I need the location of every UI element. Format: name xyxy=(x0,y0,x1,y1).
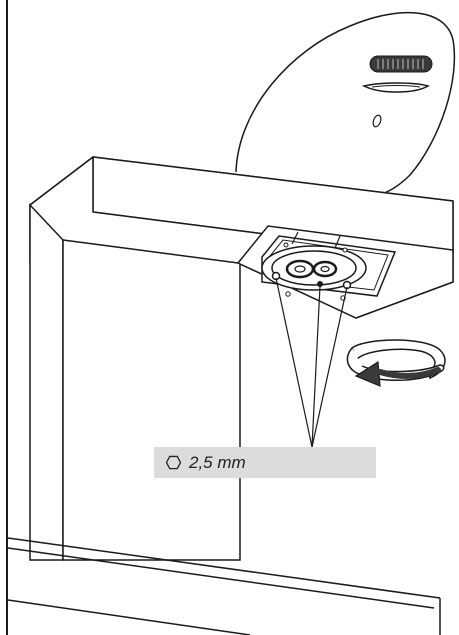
drawer-edge-upper xyxy=(7,547,435,609)
leader-lines xyxy=(275,277,348,448)
tool-size-box: 2,5 mm xyxy=(154,447,376,478)
rotation-arrow xyxy=(346,339,446,387)
cartridge-inner-left xyxy=(285,259,315,279)
handle-marking xyxy=(372,114,382,128)
lower-cabinet xyxy=(7,537,441,635)
cabinet-front-panel xyxy=(62,239,241,561)
mounting-area xyxy=(236,225,454,319)
tap-handle-shape xyxy=(235,11,456,198)
leader-line-middle xyxy=(311,285,321,448)
drawer-edge-lower xyxy=(7,599,251,635)
fixing-screw-middle xyxy=(317,281,323,287)
aerator-slots xyxy=(377,59,424,69)
cartridge-inner-right xyxy=(312,260,338,278)
tool-size-text: 2,5 mm xyxy=(189,452,246,472)
tap-handle xyxy=(235,11,456,198)
hex-key-icon xyxy=(166,455,181,470)
leader-line-right xyxy=(311,286,348,448)
handle-slot xyxy=(361,82,430,93)
drawer-top-edge xyxy=(7,537,441,599)
cabinet-left-panel xyxy=(29,203,64,561)
cabinet xyxy=(29,203,241,561)
aerator-grille xyxy=(369,55,433,73)
leader-line-left xyxy=(275,277,313,448)
